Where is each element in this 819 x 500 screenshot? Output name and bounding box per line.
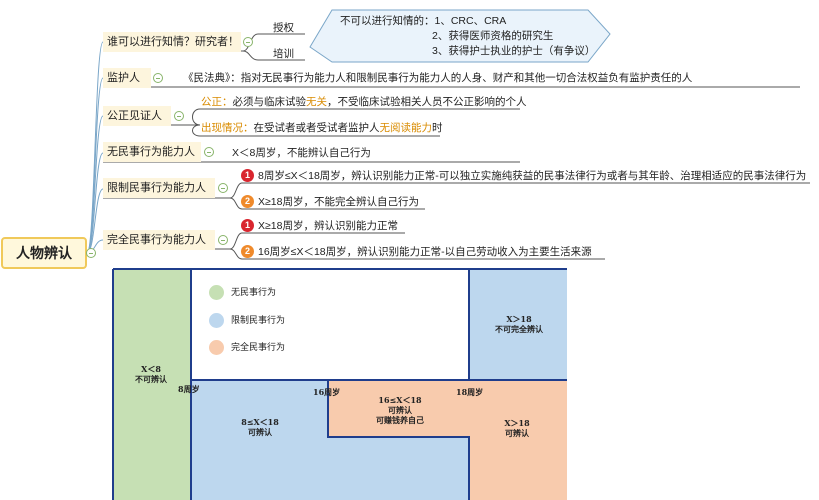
topic-no-capacity-label: 无民事行为能力人 [107,146,195,158]
collapse-toggle-icon[interactable] [218,235,228,245]
callout-shape [309,9,611,63]
collapse-toggle-icon[interactable] [218,183,228,193]
priority-1-icon: 1 [241,169,254,182]
legend-limited: 限制民事行为 [231,316,286,326]
legend-blue-dot [209,313,224,328]
callout-line2: 2、获得医师资格的研究生 [432,30,554,42]
witness-fair: 公正：必须与临床试验无关，不受临床试验相关人员不公正影响的个人 [201,96,527,108]
topic-guardian-label: 监护人 [107,72,140,84]
topic-limited-capacity[interactable]: 限制民事行为能力人 [103,178,215,198]
legend-green-dot [209,285,224,300]
guardian-definition: 《民法典》：指对无民事行为能力人和限制民事行为能力人的人身、财产和其他一切合法权… [183,72,693,84]
topic-witness[interactable]: 公正见证人 [103,106,171,126]
topic-witness-label: 公正见证人 [107,110,162,122]
limited-item2: X≥18周岁，不能完全辨认自己行为 [258,196,419,208]
no-capacity-text: X＜8周岁，不能辨认自己行为 [232,147,371,159]
topic-guardian[interactable]: 监护人 [103,68,151,88]
collapse-toggle-icon[interactable] [204,147,214,157]
label-age8: 8周岁 [178,384,200,394]
topic-who[interactable]: 谁可以进行知情？研究者！ [103,32,241,52]
legend-no-capacity: 无民事行为 [231,288,277,298]
root-label: 人物辨认 [16,245,72,261]
who-child-auth: 授权 [273,22,294,34]
priority-2-icon: 2 [241,195,254,208]
collapse-toggle-icon[interactable] [243,37,253,47]
topic-limited-label: 限制民事行为能力人 [107,182,206,194]
label-age16: 16周岁 [313,387,341,397]
full-item1: X≥18周岁，辨认识别能力正常 [258,220,398,232]
topic-full-label: 完全民事行为能力人 [107,234,206,246]
callout-line3: 3、获得护士执业的护士（有争议） [432,45,596,57]
priority-2-icon: 2 [241,245,254,258]
priority-1-icon: 1 [241,219,254,232]
who-child-train: 培训 [273,48,294,60]
legend-full: 完全民事行为 [231,343,286,353]
witness-when: 出现情况：在受试者或者受试者监护人无阅读能力时 [201,122,443,134]
label-age18: 18周岁 [456,387,484,397]
topic-full-capacity[interactable]: 完全民事行为能力人 [103,230,215,250]
topic-who-label: 谁可以进行知情？研究者！ [107,36,239,48]
callout-line1: 不可以进行知情的：1、CRC、CRA [340,15,507,27]
limited-item1: 8周岁≤X＜18周岁，辨认识别能力正常-可以独立实施纯获益的民事法律行为或者与其… [258,170,807,182]
legend-orange-dot [209,340,224,355]
collapse-toggle-icon[interactable] [174,111,184,121]
topic-no-capacity[interactable]: 无民事行为能力人 [103,142,201,162]
collapse-toggle-icon[interactable] [153,73,163,83]
full-item2: 16周岁≤X＜18周岁，辨认识别能力正常-以自己劳动收入为主要生活来源 [258,246,592,258]
collapse-toggle-icon[interactable] [86,248,96,258]
